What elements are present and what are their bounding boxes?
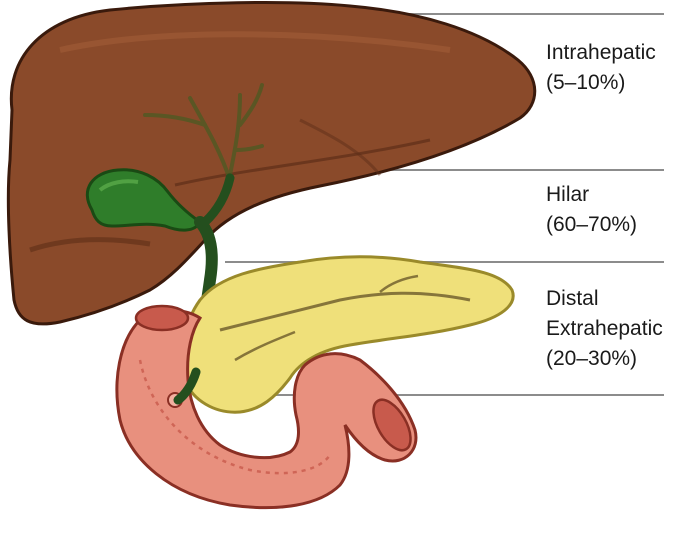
label-intrahepatic-name: Intrahepatic xyxy=(546,41,656,64)
pancreas xyxy=(180,255,515,414)
liver xyxy=(6,1,537,326)
label-hilar-percent: (60–70%) xyxy=(546,213,638,236)
duodenum xyxy=(115,304,418,510)
label-distal-percent: (20–30%) xyxy=(546,347,638,370)
label-hilar: Hilar (60–70%) xyxy=(546,180,637,240)
label-intrahepatic-percent: (5–10%) xyxy=(546,71,626,94)
label-hilar-name: Hilar xyxy=(546,183,590,206)
intrahepatic-ducts xyxy=(143,83,264,182)
label-intrahepatic: Intrahepatic (5–10%) xyxy=(546,38,656,98)
label-distal-name: Distal xyxy=(546,287,599,310)
label-distal: Distal Extrahepatic (20–30%) xyxy=(546,284,663,374)
label-distal-subname: Extrahepatic xyxy=(546,317,663,340)
